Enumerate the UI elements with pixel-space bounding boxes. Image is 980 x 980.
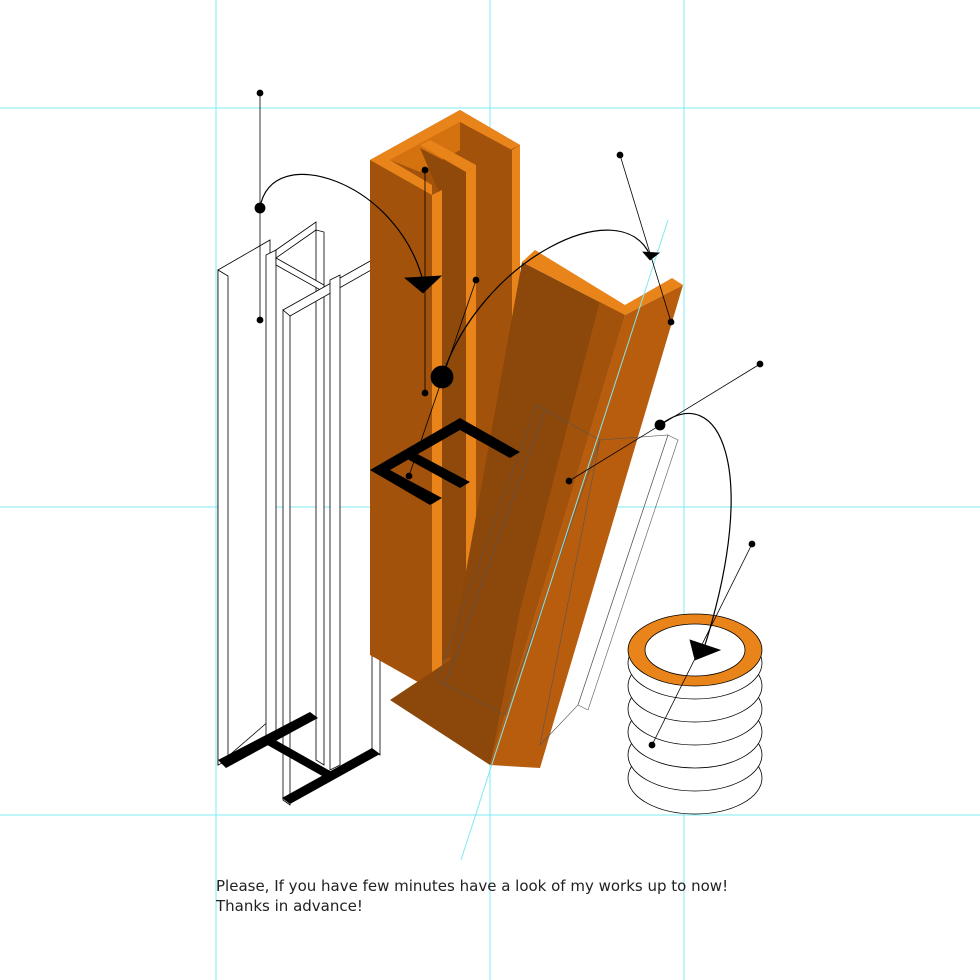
wireframe-flat-beam (436, 404, 679, 746)
ring-stack (627, 613, 763, 815)
guide-diagonal (460, 219, 669, 861)
letter-h-shape (218, 712, 380, 804)
caption-text: Please, If you have few minutes have a l… (216, 876, 728, 916)
handles (254, 89, 764, 749)
arrow-head-icon (403, 275, 443, 294)
arrow-head-icon (642, 251, 661, 261)
motion-paths (259, 173, 732, 646)
c-channel-column (370, 110, 520, 690)
caption-line-1: Please, If you have few minutes have a l… (216, 877, 729, 895)
letter-e-shape (370, 418, 520, 505)
caption-line-2: Thanks in advance! (216, 897, 363, 915)
wireframe-i-beams (217, 221, 381, 806)
arrow-head-icon (689, 639, 722, 661)
